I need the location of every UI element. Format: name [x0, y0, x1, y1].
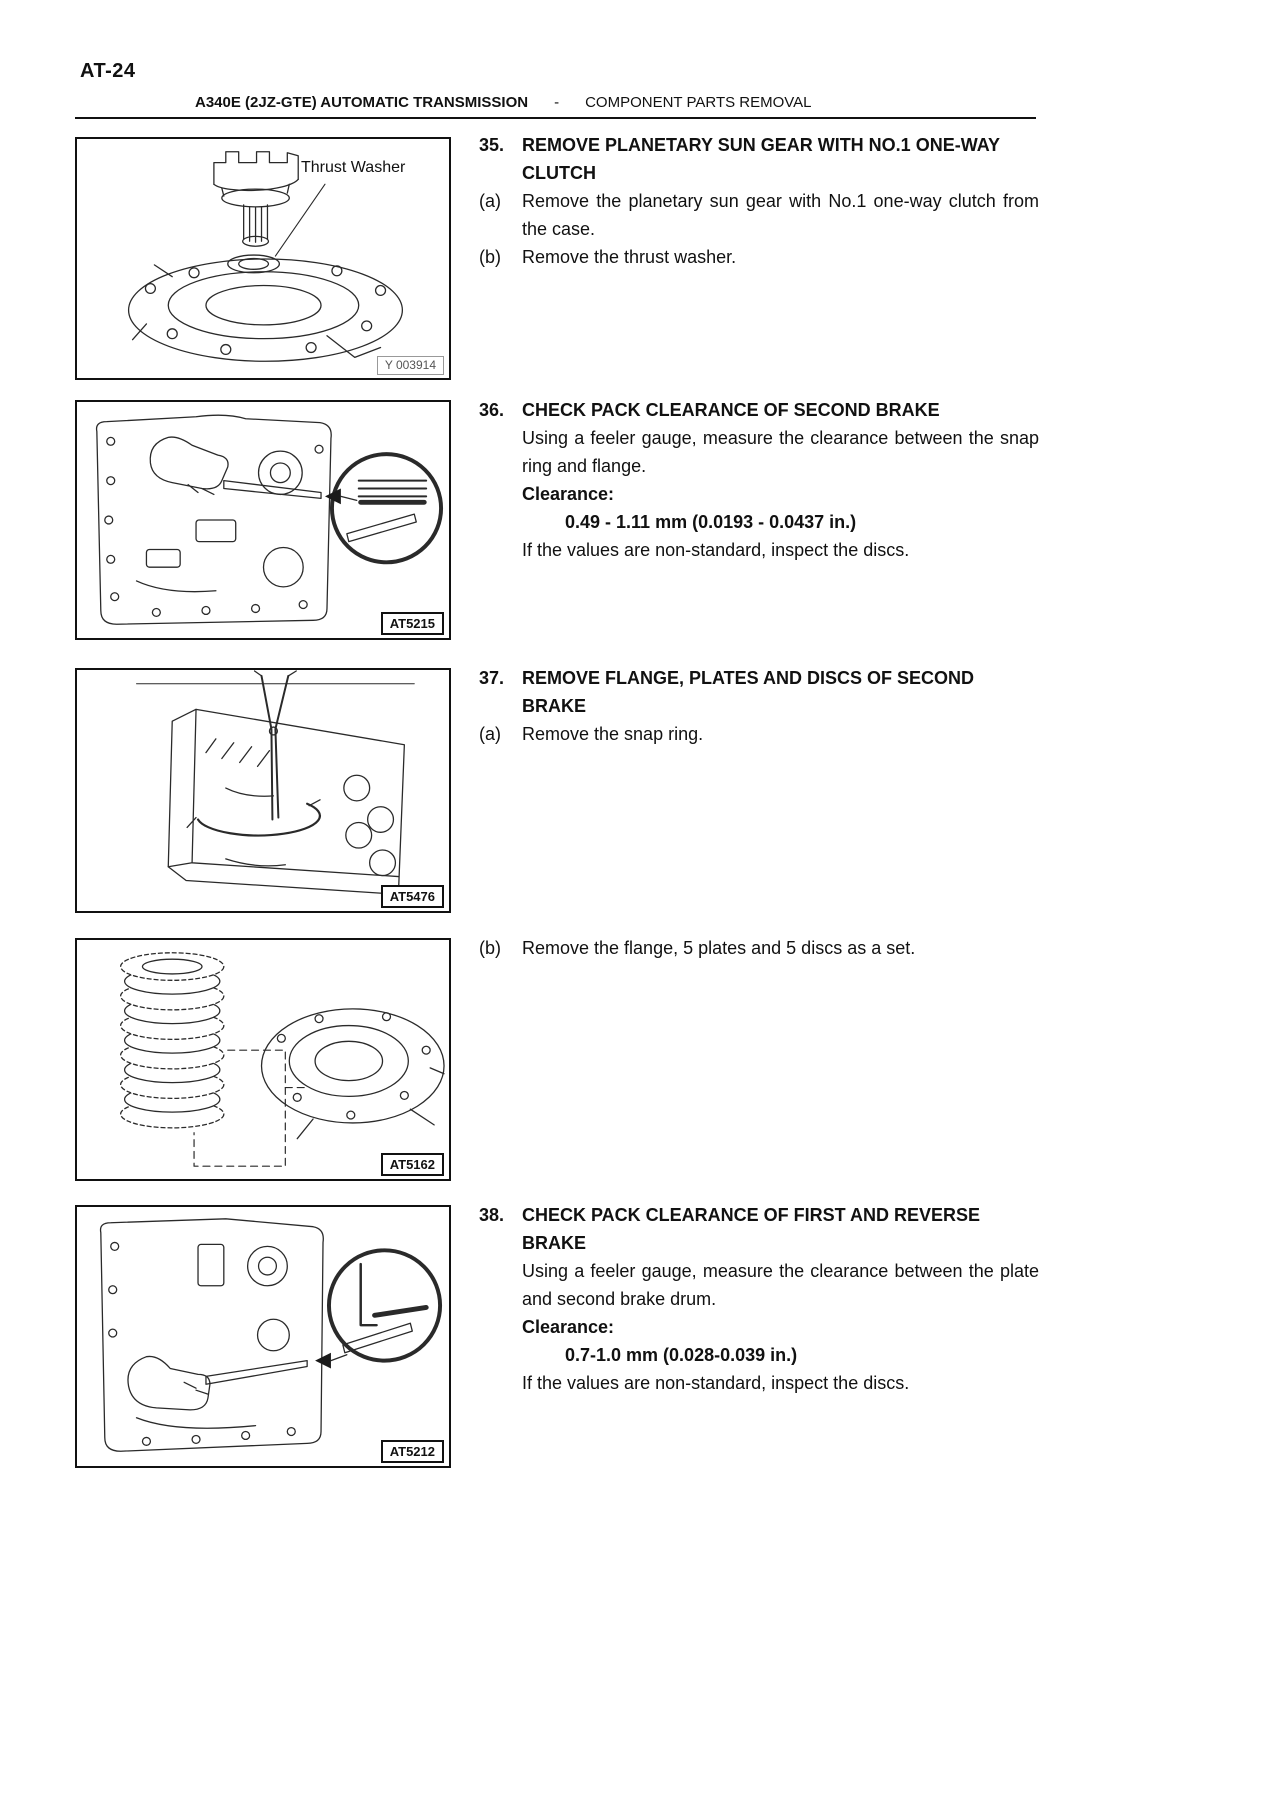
step-36-clearance-label: Clearance: — [522, 484, 615, 504]
step-37-title: REMOVE FLANGE, PLATES AND DISCS OF SECON… — [522, 668, 975, 716]
step-36-note: If the values are non-standard, inspect … — [522, 540, 910, 560]
step-38-heading: 38. CHECK PACK CLEARANCE OF FIRST AND RE… — [479, 1201, 1039, 1257]
step-37-continued: (b) Remove the flange, 5 plates and 5 di… — [479, 934, 1039, 962]
step-35-number: 35. — [479, 135, 505, 155]
step-35-item-b-label: (b) — [479, 247, 501, 267]
step-35-item-a: (a) Remove the planetary sun gear with N… — [479, 187, 1039, 243]
step-35-heading: 35. REMOVE PLANETARY SUN GEAR WITH NO.1 … — [479, 131, 1039, 187]
figure-code-AT5212: AT5212 — [380, 1440, 444, 1463]
snap-ring-pliers-illustration — [136, 670, 415, 895]
figure-code-AT5476: AT5476 — [380, 885, 444, 908]
step-38-body: Using a feeler gauge, measure the cleara… — [522, 1261, 1039, 1309]
step-35-item-b-text: Remove the thrust washer. — [522, 247, 737, 267]
step-38: 38. CHECK PACK CLEARANCE OF FIRST AND RE… — [479, 1201, 1039, 1397]
step-36-heading: 36. CHECK PACK CLEARANCE OF SECOND BRAKE — [479, 396, 1039, 424]
header-section: COMPONENT PARTS REMOVAL — [585, 94, 812, 111]
figure-code-AT5162: AT5162 — [380, 1153, 444, 1176]
step-37-item-b-label: (b) — [479, 938, 501, 958]
figure-disc-stack: AT5162 — [75, 938, 451, 1181]
step-36-title: CHECK PACK CLEARANCE OF SECOND BRAKE — [522, 400, 940, 420]
sun-gear-illustration — [127, 151, 404, 362]
figure-first-reverse-clearance: AT5212 — [75, 1205, 451, 1468]
figure-snap-ring-removal: AT5476 — [75, 668, 451, 913]
step-36-body: Using a feeler gauge, measure the cleara… — [522, 428, 1039, 476]
figure-sun-gear: Thrust Washer Y 003914 — [75, 137, 451, 380]
step-37-item-a-label: (a) — [479, 724, 501, 744]
step-38-title: CHECK PACK CLEARANCE OF FIRST AND REVERS… — [522, 1205, 981, 1253]
step-38-number: 38. — [479, 1205, 505, 1225]
header-rule — [75, 117, 1036, 119]
step-38-clearance-label: Clearance: — [522, 1317, 615, 1337]
step-37-item-a: (a) Remove the snap ring. — [479, 720, 1039, 748]
step-35-title: REMOVE PLANETARY SUN GEAR WITH NO.1 ONE-… — [522, 135, 1000, 183]
step-37-heading: 37. REMOVE FLANGE, PLATES AND DISCS OF S… — [479, 664, 1039, 720]
step-36-number: 36. — [479, 400, 505, 420]
step-37-item-a-text: Remove the snap ring. — [522, 724, 704, 744]
page-number: AT-24 — [80, 60, 136, 82]
step-37-number: 37. — [479, 668, 505, 688]
step-35-item-a-text: Remove the planetary sun gear with No.1 … — [522, 191, 1039, 239]
step-37-item-b: (b) Remove the flange, 5 plates and 5 di… — [479, 934, 1039, 962]
figure-second-brake-clearance: AT5215 — [75, 400, 451, 640]
step-35-item-b: (b) Remove the thrust washer. — [479, 243, 1039, 271]
step-35: 35. REMOVE PLANETARY SUN GEAR WITH NO.1 … — [479, 131, 1039, 271]
step-35-item-a-label: (a) — [479, 191, 501, 211]
step-36-clearance-value: 0.49 - 1.11 mm (0.0193 - 0.0437 in.) — [565, 512, 857, 532]
figure-code-003914: Y 003914 — [376, 356, 444, 375]
feeler-gauge-2-illustration — [99, 1218, 443, 1452]
feeler-gauge-illustration — [95, 414, 444, 625]
step-38-note: If the values are non-standard, inspect … — [522, 1373, 910, 1393]
step-37-item-b-text: Remove the flange, 5 plates and 5 discs … — [522, 938, 916, 958]
plates-discs-illustration — [120, 952, 445, 1167]
step-38-clearance-value: 0.7-1.0 mm (0.028-0.039 in.) — [565, 1345, 798, 1365]
step-37: 37. REMOVE FLANGE, PLATES AND DISCS OF S… — [479, 664, 1039, 748]
thrust-washer-label: Thrust Washer — [299, 159, 408, 177]
header-separator: - — [554, 94, 560, 111]
figure-code-AT5215: AT5215 — [380, 612, 444, 635]
step-36: 36. CHECK PACK CLEARANCE OF SECOND BRAKE… — [479, 396, 1039, 564]
header-model: A340E (2JZ-GTE) AUTOMATIC TRANSMISSION — [195, 94, 529, 111]
page-header: A340E (2JZ-GTE) AUTOMATIC TRANSMISSION - C… — [195, 94, 812, 111]
